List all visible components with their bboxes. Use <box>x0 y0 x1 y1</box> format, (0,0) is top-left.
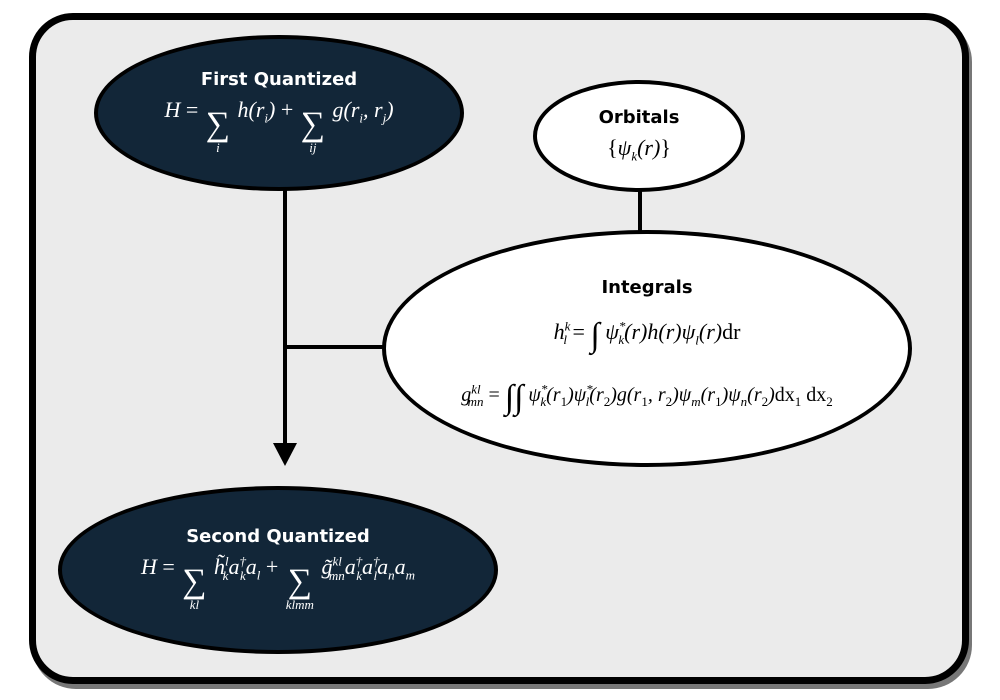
second-quantized-node: Second Quantized H = ∑kl h̃lka†kal + ∑kl… <box>58 486 498 654</box>
first-quantized-title: First Quantized <box>200 69 358 91</box>
first-quantized-node: First Quantized H = ∑i h(ri) + ∑ij g(ri,… <box>94 35 464 191</box>
first-quantized-equation: H = ∑i h(ri) + ∑ij g(ri, rj) <box>164 97 394 155</box>
second-quantized-title: Second Quantized <box>186 526 370 548</box>
orbitals-title: Orbitals <box>598 106 680 128</box>
integrals-one-body-equation: hkl = ∫ ψ*k(r)h(r)ψl(r)dr <box>553 316 741 354</box>
orbitals-node: Orbitals {ψk(r)} <box>533 80 745 192</box>
orbitals-equation: {ψk(r)} <box>607 134 671 164</box>
integrals-two-body-equation: gklmn = ∫∫ ψ*k(r1)ψ*l(r2)g(r1, r2)ψm(r1)… <box>461 379 833 416</box>
integrals-node: Integrals hkl = ∫ ψ*k(r)h(r)ψl(r)dr gklm… <box>382 230 912 467</box>
arrowhead-down <box>273 443 297 466</box>
integrals-title: Integrals <box>601 276 693 298</box>
second-quantized-equation: H = ∑kl h̃lka†kal + ∑klmm g̃klmna†ka†lan… <box>140 554 416 612</box>
